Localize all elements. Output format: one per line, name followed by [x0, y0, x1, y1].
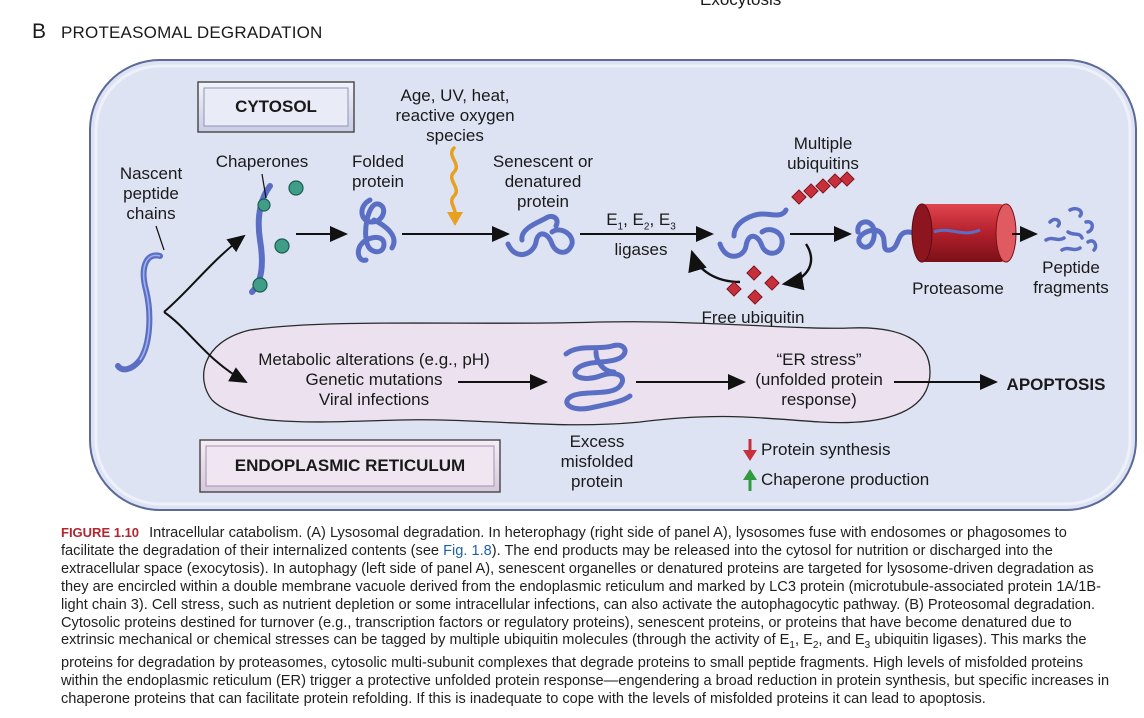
caption-text-3: ubiquitin ligases). This marks the prote…: [61, 632, 1110, 708]
multiple-ubiquitins-label: Multiple ubiquitins: [787, 134, 859, 173]
peptide-fragments-label: Peptide fragments: [1033, 258, 1109, 297]
top-fragment-label: Exocytosis: [700, 0, 781, 10]
ubiquitin-diamond-icon: [803, 183, 819, 199]
arrow-to-er: [163, 311, 248, 383]
free-ubiquitin-icon: [747, 289, 763, 305]
chaperone-icon: [257, 198, 271, 212]
arrow-to-chaperones: [163, 234, 246, 313]
er-label: ENDOPLASMIC RETICULUM: [234, 456, 466, 475]
protein-entering-proteasome-icon: [855, 219, 933, 253]
subscript-3: 3: [864, 640, 871, 652]
proteasome-label: Proteasome: [912, 279, 1004, 298]
free-ubiquitin-label: Free ubiquitin: [701, 308, 805, 327]
senescent-protein-icon: [505, 213, 575, 257]
panel-title: PROTEASOMAL DEGRADATION: [61, 23, 323, 42]
cytosol-label: CYTOSOL: [235, 97, 317, 116]
misfolded-protein-icon: [563, 342, 633, 412]
ubiquitin-diamond-icon: [815, 178, 831, 194]
senescent-label: Senescent or denatured protein: [492, 152, 594, 211]
subscript-1: 1: [789, 640, 795, 652]
proteasome-inner-chain: [933, 228, 981, 235]
caption-sep-2: , and E: [818, 632, 865, 649]
chaperone-icon: [252, 277, 268, 293]
excess-misfolded-label: Excess misfolded protein: [560, 432, 634, 491]
folded-label: Folded protein: [352, 152, 404, 191]
panel-letter: B: [32, 20, 47, 43]
down-arrow-icon: [743, 439, 757, 461]
cycle-arrow-right: [781, 243, 813, 291]
stress-label: Age, UV, heat, reactive oxygen species: [395, 86, 515, 145]
ubiquitin-diamond-icon: [839, 171, 855, 187]
nascent-label: Nascent peptide chains: [119, 164, 183, 223]
ligases-label-bottom: ligases: [614, 240, 668, 259]
up-arrow-icon: [743, 469, 757, 491]
diagram-canvas: [89, 59, 1137, 511]
peptide-fragments-icon: [1044, 206, 1098, 252]
er-compartment: [203, 321, 931, 426]
stress-squiggle-icon: [450, 146, 458, 216]
figure-label: FIGURE 1.10: [61, 525, 140, 540]
free-ubiquitin-icon: [726, 281, 742, 297]
er-causes-label: Metabolic alterations (e.g., pH) Genetic…: [258, 350, 490, 409]
apoptosis-label: APOPTOSIS: [1006, 375, 1106, 394]
er-label-box-inner: [205, 445, 495, 487]
e2-subscript: 2: [643, 221, 650, 233]
caption-text-1: Intracellular catabolism. (A) Lysosomal …: [61, 525, 1067, 559]
stress-arrowhead-icon: [447, 212, 463, 226]
chaperone-icon: [274, 238, 290, 254]
ubiquitinated-protein-icon: [717, 207, 789, 259]
folded-protein-icon: [355, 197, 397, 263]
e1-subscript: 1: [617, 221, 624, 233]
free-ubiquitin-icon: [746, 265, 762, 281]
cytosol-compartment-inner-edge: [94, 64, 1132, 506]
protein-synthesis-label: Protein synthesis: [761, 440, 891, 459]
caption-sep-1: , E: [794, 632, 813, 649]
free-ubiquitin-icon: [764, 275, 780, 291]
caption-text-2: ). The end products may be released into…: [61, 542, 1101, 649]
ubiquitin-diamond-icon: [827, 173, 843, 189]
subscript-2: 2: [812, 640, 819, 652]
proteasome-icon: [911, 203, 1017, 263]
chaperone-icon: [288, 180, 304, 196]
ligases-label-top: E1, E2, E3: [606, 210, 676, 233]
e3-subscript: 3: [670, 221, 676, 233]
chaperone-pointer: [261, 173, 267, 199]
figure-caption: FIGURE 1.10 Intracellular catabolism. (A…: [61, 524, 1119, 709]
ubiquitin-chain: [791, 171, 855, 205]
proteasome-left-cap: [911, 203, 933, 263]
ubiquitin-diamond-icon: [791, 189, 807, 205]
figure-reference-link[interactable]: Fig. 1.8: [443, 542, 492, 559]
chaperones-label: Chaperones: [215, 152, 309, 171]
nascent-chain-highlight: [139, 254, 161, 361]
cytosol-label-box-inner: [203, 87, 349, 127]
nascent-pointer: [155, 225, 165, 251]
er-stress-label: “ER stress” (unfolded protein response): [755, 350, 883, 409]
chaperone-production-label: Chaperone production: [761, 470, 930, 489]
